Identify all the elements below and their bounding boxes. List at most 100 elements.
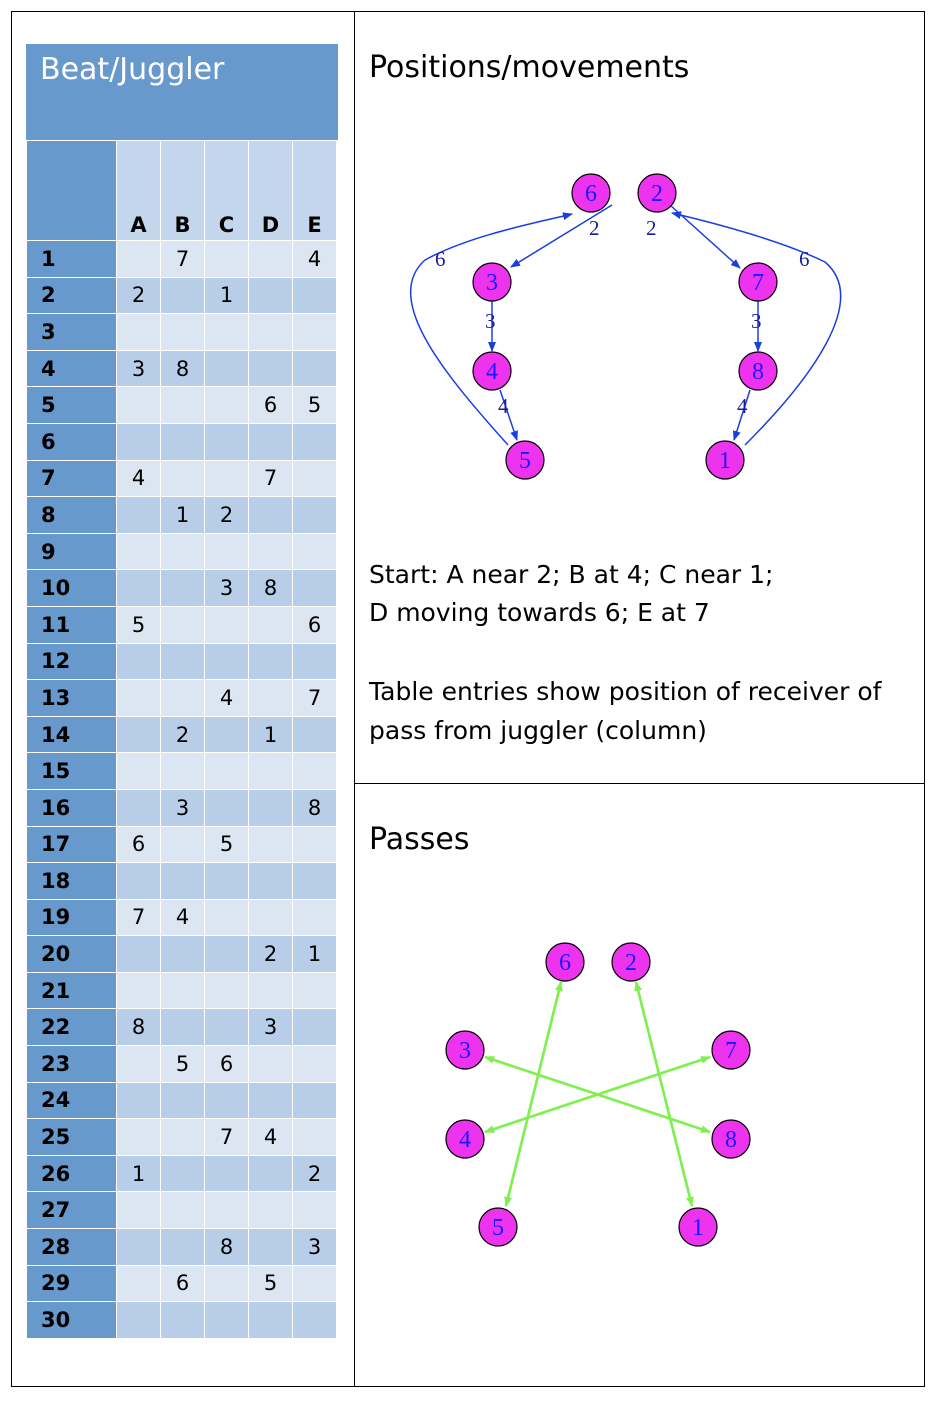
svg-text:4: 4: [486, 359, 498, 385]
table-cell: [160, 642, 205, 681]
table-cell: 6: [292, 605, 337, 644]
table-cell: [292, 971, 337, 1010]
move-node: 4: [472, 351, 512, 391]
beat-number: 26: [26, 1154, 117, 1193]
edge-label: 2: [589, 216, 600, 240]
table-cell: [248, 898, 293, 937]
table-cell: [292, 422, 337, 461]
table-cell: [116, 1301, 161, 1339]
table-cell: [292, 862, 337, 900]
table-cell: 2: [292, 1154, 337, 1193]
table-cell: 8: [248, 569, 293, 607]
beat-number: 13: [26, 679, 117, 717]
beat-number: 22: [26, 1008, 117, 1047]
edge-label: 2: [646, 216, 657, 240]
table-cell: [116, 1045, 161, 1083]
beat-number: 7: [26, 459, 117, 498]
table-row: 27: [26, 1191, 337, 1230]
table-cell: [204, 1191, 249, 1230]
table-cell: [204, 459, 249, 498]
section-divider: [354, 783, 925, 784]
table-cell: [248, 642, 293, 681]
table-cell: [116, 240, 161, 278]
beat-number: 10: [26, 569, 117, 607]
table-cell: 3: [160, 788, 205, 827]
table-cell: [204, 240, 249, 278]
table-cell: 5: [248, 1264, 293, 1303]
table-cell: [248, 752, 293, 790]
beat-number: 27: [26, 1191, 117, 1230]
passes-heading: Passes: [369, 822, 470, 857]
table-cell: [292, 349, 337, 388]
move-edge-5-6: [410, 212, 573, 446]
edge-label: 4: [498, 394, 509, 418]
table-cell: [248, 240, 293, 278]
movement-edge-labels: 2 2 6 6 3 3 4 4: [435, 216, 810, 418]
table-cell: [292, 1118, 337, 1156]
table-row: 6: [26, 422, 337, 461]
table-cell: [292, 1191, 337, 1230]
table-cell: [116, 422, 161, 461]
table-cell: [248, 496, 293, 534]
table-cell: [292, 898, 337, 937]
table-cell: 2: [160, 715, 205, 754]
table-cell: [204, 642, 249, 681]
pass-edge-7-4: [484, 1055, 711, 1134]
pass-node: 4: [445, 1119, 485, 1159]
table-cell: [204, 935, 249, 973]
table-cell: 4: [116, 459, 161, 498]
beat-number: 23: [26, 1045, 117, 1083]
beat-number: 25: [26, 1118, 117, 1156]
table-cell: 2: [248, 935, 293, 973]
svg-text:6: 6: [559, 950, 571, 976]
table-cell: [248, 1154, 293, 1193]
outer-frame: [11, 11, 925, 1387]
table-cell: [116, 862, 161, 900]
table-cell: [248, 825, 293, 864]
table-cell: 5: [204, 825, 249, 864]
beat-number: 28: [26, 1228, 117, 1266]
svg-text:4: 4: [459, 1127, 471, 1153]
table-cell: [160, 276, 205, 315]
table-cell: [160, 825, 205, 864]
beat-number: 14: [26, 715, 117, 754]
column-header-e: E: [292, 140, 337, 241]
notes-table-explanation: Table entries show position of receiver …: [369, 677, 882, 706]
table-cell: [204, 788, 249, 827]
column-header-a: A: [116, 140, 161, 241]
table-cell: [116, 679, 161, 717]
table-cell: [116, 386, 161, 424]
beat-number: 15: [26, 752, 117, 790]
table-header-row: A B C D E: [26, 140, 337, 241]
table-cell: [116, 1228, 161, 1266]
beat-number: 4: [26, 349, 117, 388]
svg-text:3: 3: [459, 1038, 471, 1064]
table-cell: [204, 532, 249, 571]
notes-start-line-2: D moving towards 6; E at 7: [369, 598, 710, 627]
table-cell: 7: [160, 240, 205, 278]
table-cell: 3: [204, 569, 249, 607]
svg-text:1: 1: [719, 448, 731, 474]
table-cell: [204, 422, 249, 461]
column-divider: [354, 11, 355, 1387]
table-cell: [204, 386, 249, 424]
table-cell: [204, 752, 249, 790]
table-cell: [160, 313, 205, 351]
pass-edges: [484, 981, 711, 1207]
table-cell: 7: [204, 1118, 249, 1156]
table-cell: [160, 1228, 205, 1266]
svg-text:2: 2: [625, 950, 637, 976]
table-cell: 1: [292, 935, 337, 973]
table-row: 12: [26, 642, 337, 681]
table-cell: [292, 459, 337, 498]
beat-number: 12: [26, 642, 117, 681]
beat-number: 19: [26, 898, 117, 937]
pass-node: 6: [545, 942, 585, 982]
